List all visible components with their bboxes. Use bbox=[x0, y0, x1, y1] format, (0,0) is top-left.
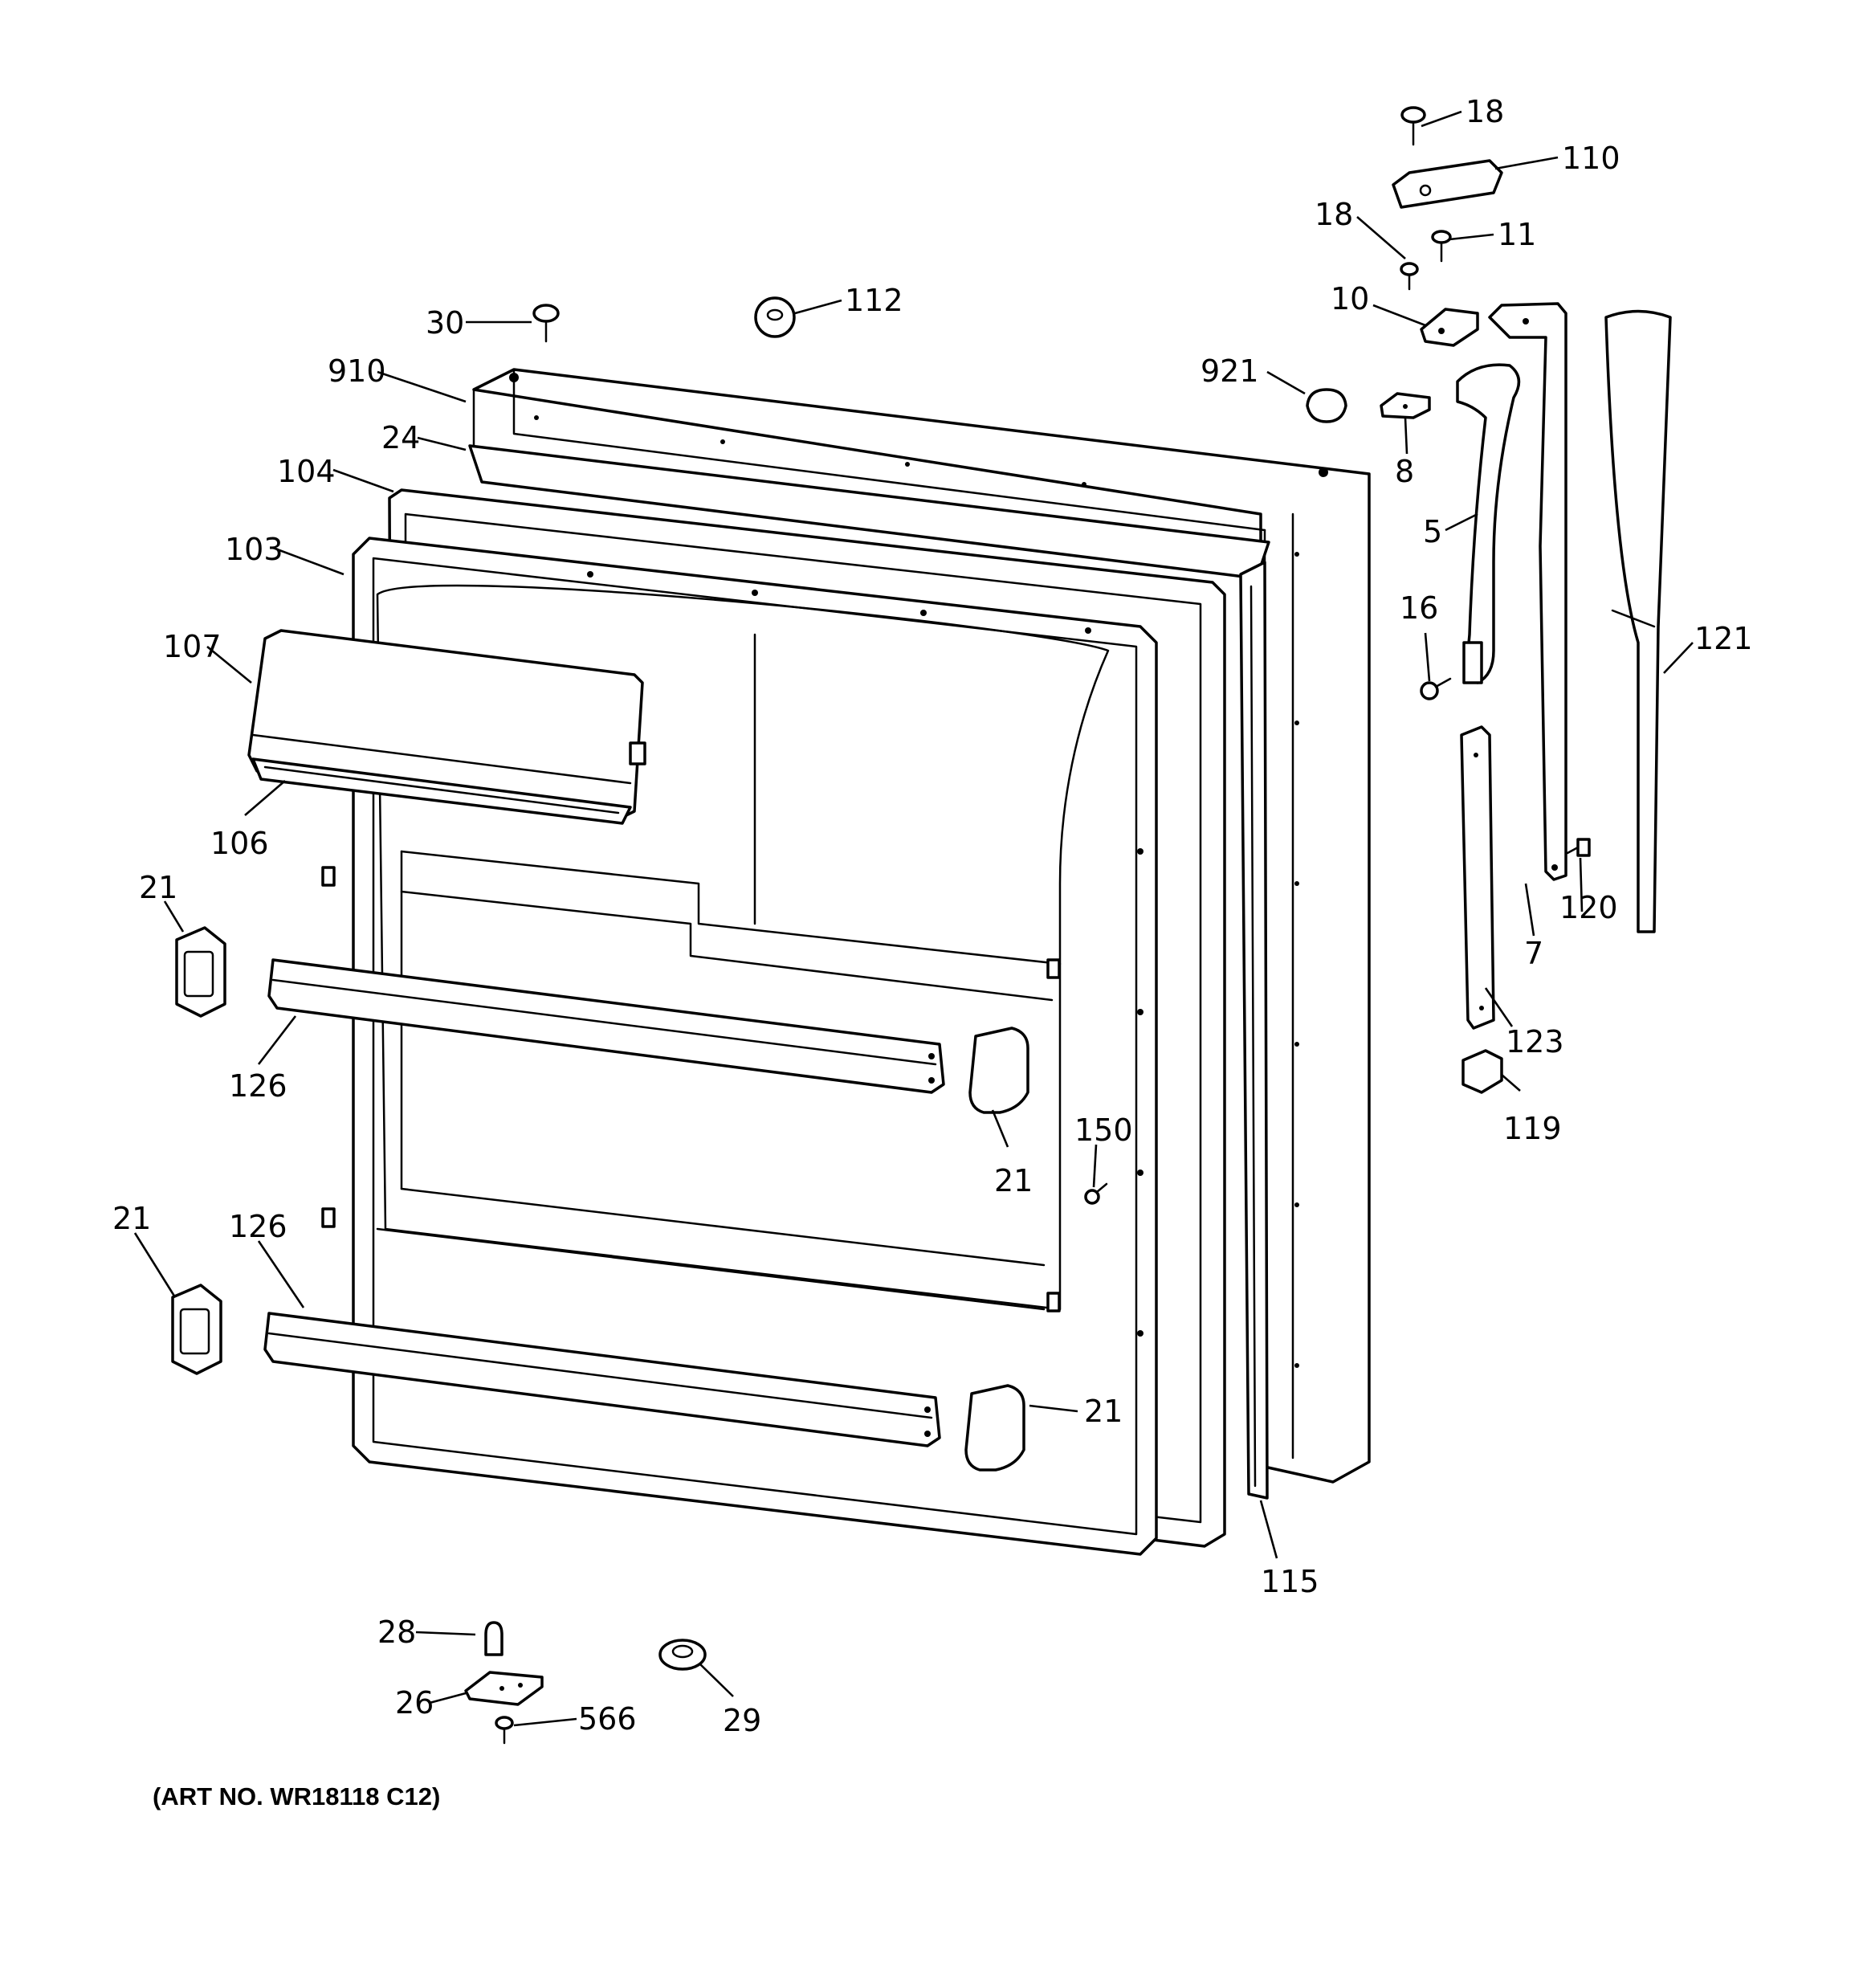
callout-16: 16 bbox=[1400, 590, 1438, 626]
leader-lines bbox=[133, 110, 1694, 1727]
callout-28: 28 bbox=[377, 1614, 416, 1650]
dairy-compartment-door bbox=[247, 629, 646, 825]
shelf-support-left-lower bbox=[171, 1284, 222, 1375]
cap-119 bbox=[1461, 1049, 1503, 1094]
callout-21-left-upper: 21 bbox=[139, 870, 177, 905]
callout-26: 26 bbox=[395, 1685, 434, 1721]
door-seal-strip bbox=[1239, 561, 1269, 1500]
hinge-bracket-10 bbox=[1420, 308, 1479, 347]
callout-921: 921 bbox=[1201, 353, 1259, 389]
callout-110: 110 bbox=[1562, 141, 1620, 176]
shelf-bar-lower bbox=[263, 1312, 941, 1447]
callout-123: 123 bbox=[1506, 1024, 1564, 1059]
callout-18-top: 18 bbox=[1466, 94, 1504, 129]
washer-29 bbox=[658, 1639, 707, 1671]
callout-126-lower: 126 bbox=[229, 1209, 287, 1244]
screw-18-lower bbox=[1400, 262, 1419, 291]
hinge-plate-8 bbox=[1380, 392, 1431, 419]
callout-21-cap-upper: 21 bbox=[994, 1163, 1033, 1198]
shelf-end-cap-upper bbox=[968, 1027, 1029, 1114]
callout-150: 150 bbox=[1074, 1112, 1133, 1148]
shelf-bar-upper bbox=[267, 958, 945, 1094]
screw-566 bbox=[495, 1716, 514, 1745]
callout-910: 910 bbox=[328, 353, 386, 389]
hinge-cover-110 bbox=[1392, 159, 1503, 209]
callout-115: 115 bbox=[1261, 1564, 1319, 1599]
callout-30: 30 bbox=[426, 305, 464, 341]
callout-29: 29 bbox=[723, 1703, 761, 1738]
callout-106: 106 bbox=[210, 826, 269, 861]
callout-119: 119 bbox=[1503, 1111, 1562, 1146]
handle-support-123 bbox=[1460, 725, 1495, 1030]
shelf-end-cap-lower bbox=[964, 1384, 1025, 1472]
screw-11 bbox=[1431, 230, 1452, 263]
callout-7: 7 bbox=[1524, 936, 1543, 971]
screw-18-top bbox=[1400, 106, 1426, 146]
callout-10: 10 bbox=[1331, 281, 1369, 316]
callout-labels: 18 110 18 11 10 30 112 910 921 8 24 104 … bbox=[112, 94, 1753, 1810]
callout-103: 103 bbox=[225, 532, 283, 567]
art-number: (ART NO. WR18118 C12) bbox=[153, 1782, 440, 1810]
screw-16 bbox=[1420, 677, 1452, 700]
hinge-plate-26 bbox=[464, 1671, 544, 1706]
screw-150 bbox=[1084, 1182, 1108, 1205]
callout-21-left-lower: 21 bbox=[112, 1201, 151, 1236]
callout-104: 104 bbox=[277, 454, 336, 489]
callout-18-lower: 18 bbox=[1315, 197, 1353, 232]
callout-11: 11 bbox=[1498, 217, 1536, 252]
plug-921 bbox=[1306, 388, 1347, 423]
callout-120: 120 bbox=[1559, 890, 1618, 925]
callout-126-upper: 126 bbox=[229, 1068, 287, 1104]
bushing-28 bbox=[484, 1621, 503, 1656]
callout-21-cap-lower: 21 bbox=[1084, 1394, 1123, 1429]
callout-8: 8 bbox=[1395, 454, 1414, 489]
handle-5 bbox=[1456, 363, 1521, 684]
shelf-support-left-upper bbox=[175, 926, 226, 1018]
callout-121: 121 bbox=[1694, 621, 1753, 656]
callout-566: 566 bbox=[578, 1701, 637, 1737]
screw-30 bbox=[532, 304, 560, 343]
hinge-pin-120 bbox=[1566, 838, 1591, 857]
cap-112 bbox=[754, 296, 796, 338]
callout-112: 112 bbox=[845, 283, 903, 318]
handle-trim-7 bbox=[1488, 302, 1567, 881]
callout-107: 107 bbox=[163, 629, 222, 664]
callout-5: 5 bbox=[1423, 514, 1442, 549]
callout-24: 24 bbox=[381, 420, 420, 455]
handle-121 bbox=[1604, 309, 1672, 933]
